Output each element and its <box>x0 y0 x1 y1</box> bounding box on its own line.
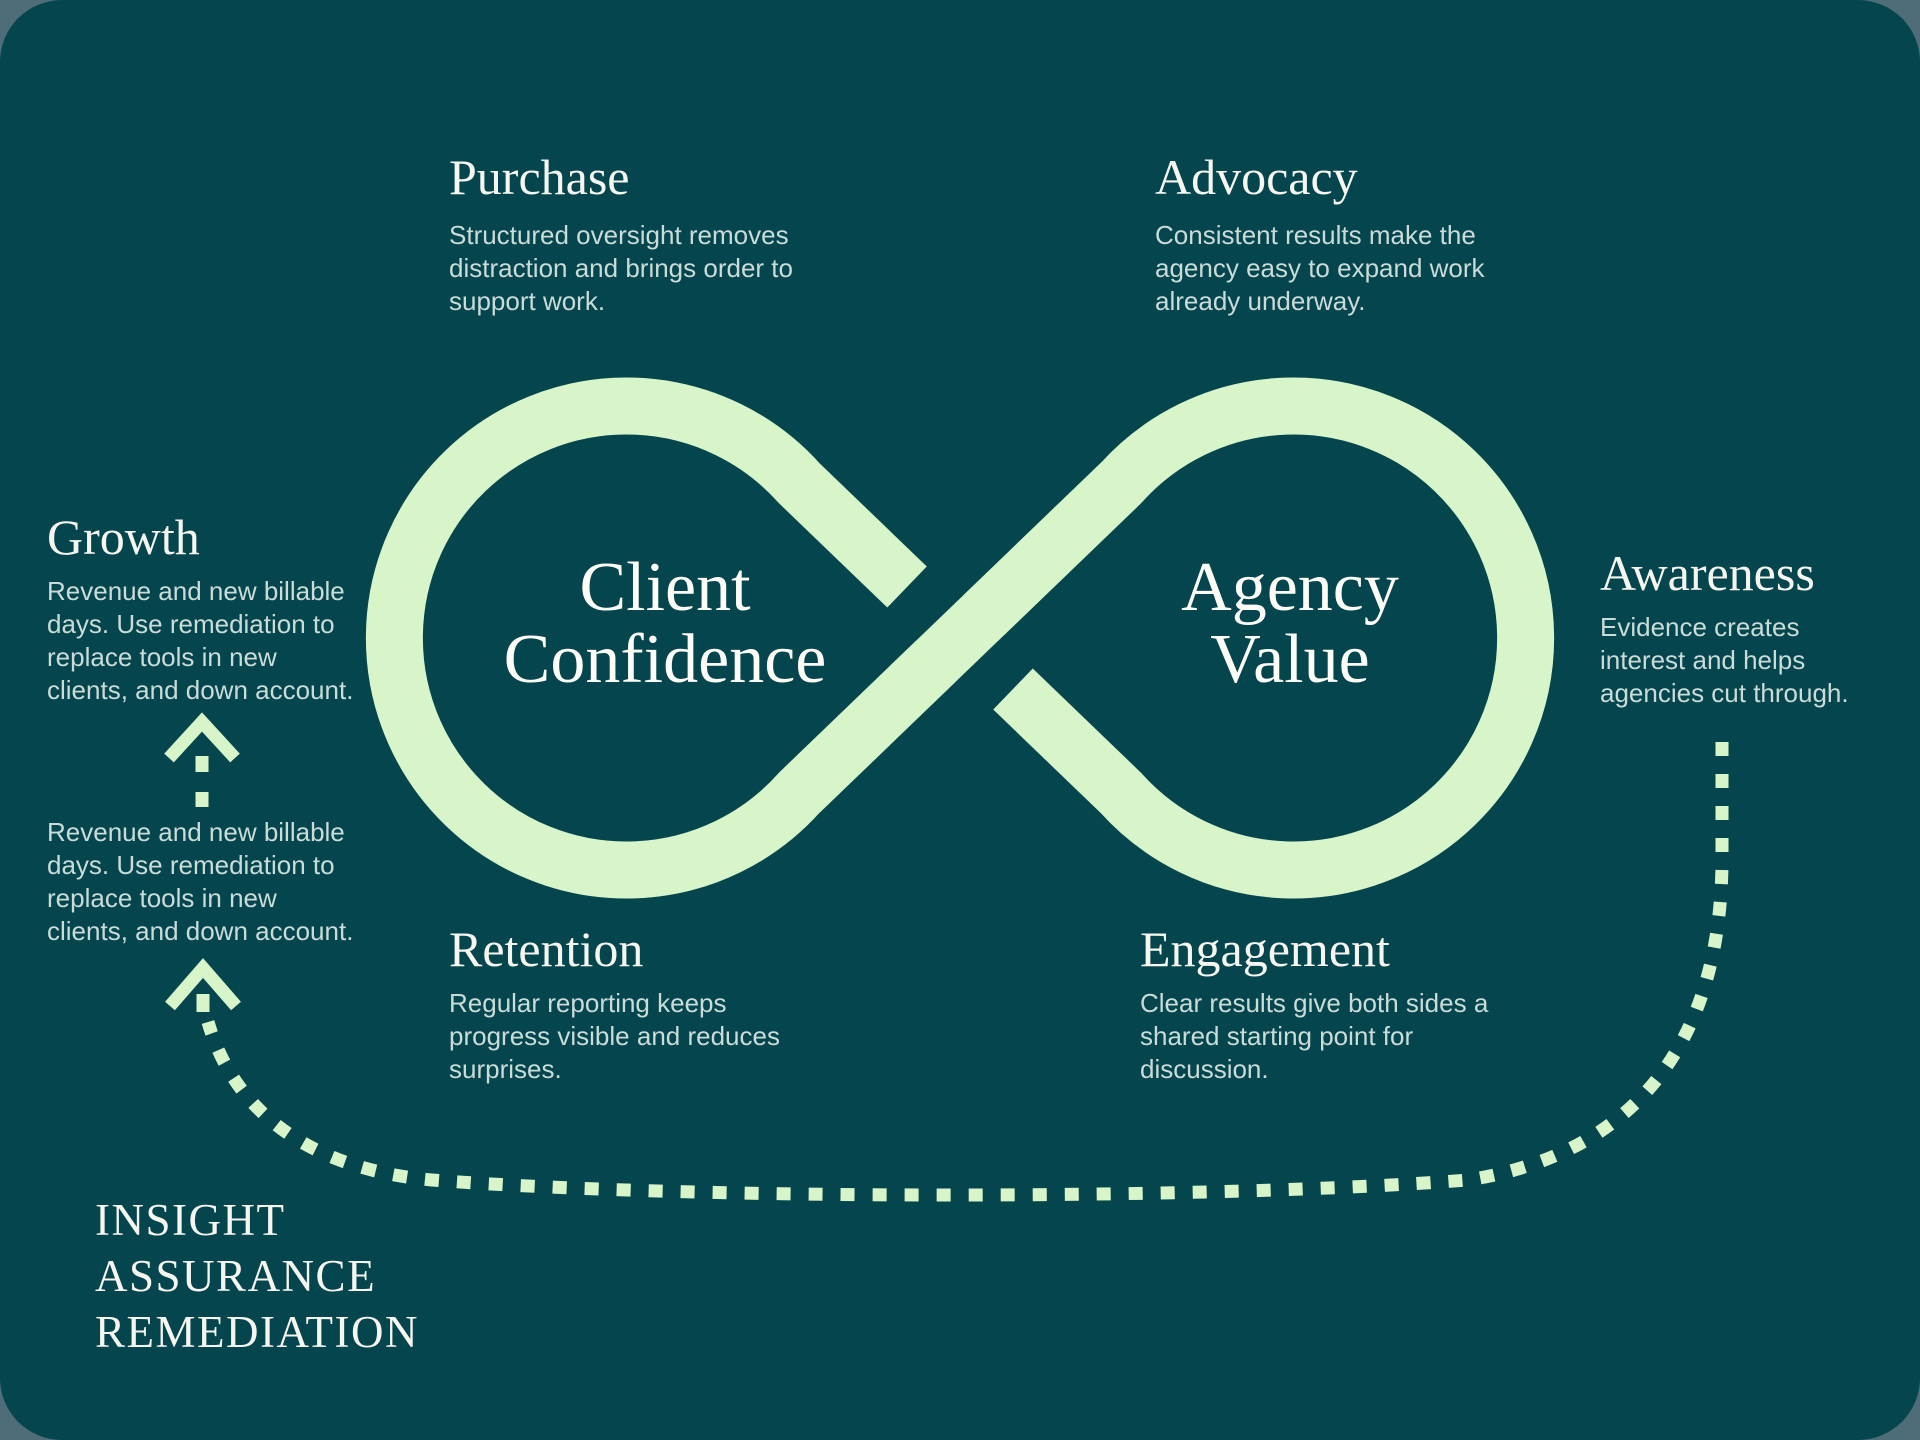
footer-word-remediation: REMEDIATION <box>95 1307 419 1357</box>
section-growth: Growth Revenue and new billable days. Us… <box>47 510 353 707</box>
retention-body-line: progress visible and reduces <box>449 1021 780 1051</box>
engagement-title: Engagement <box>1140 921 1390 977</box>
infinity-over-strand <box>779 462 1141 814</box>
purchase-body: Structured oversight removes distraction… <box>449 219 793 318</box>
section-purchase: Purchase Structured oversight removes di… <box>449 150 793 318</box>
left-loop-label-line2: Confidence <box>503 621 827 698</box>
awareness-body-line: agencies cut through. <box>1600 678 1849 708</box>
journey-dashed-path <box>201 742 1729 1202</box>
left-loop-label-line1: Client <box>579 549 751 626</box>
purchase-title: Purchase <box>449 149 630 205</box>
growth-repeat-line: clients, and down account. <box>47 916 354 946</box>
advocacy-body-line: Consistent results make the <box>1155 220 1476 250</box>
section-engagement: Engagement Clear results give both sides… <box>1140 922 1488 1086</box>
growth-body-line: clients, and down account. <box>47 675 354 705</box>
growth-repeat-line: Revenue and new billable <box>47 817 345 847</box>
right-loop-label-line1: Agency <box>1181 549 1399 626</box>
retention-body-line: surprises. <box>449 1054 562 1084</box>
advocacy-body-line: agency easy to expand work <box>1155 253 1485 283</box>
growth-repeat-line: replace tools in new <box>47 883 277 913</box>
section-awareness: Awareness Evidence creates interest and … <box>1600 546 1849 710</box>
awareness-body-line: interest and helps <box>1600 645 1806 675</box>
awareness-body-line: Evidence creates <box>1600 612 1800 642</box>
footer-word-insight: INSIGHT <box>95 1195 286 1245</box>
left-loop-label: Client Confidence <box>465 552 865 696</box>
purchase-body-line: Structured oversight removes <box>449 220 789 250</box>
engagement-body: Clear results give both sides a shared s… <box>1140 987 1488 1086</box>
section-retention: Retention Regular reporting keeps progre… <box>449 922 780 1086</box>
engagement-body-line: discussion. <box>1140 1054 1269 1084</box>
awareness-title: Awareness <box>1600 545 1815 601</box>
retention-body: Regular reporting keeps progress visible… <box>449 987 780 1086</box>
journey-arrowhead <box>165 958 241 1011</box>
awareness-body: Evidence creates interest and helps agen… <box>1600 611 1849 710</box>
purchase-body-line: support work. <box>449 286 606 316</box>
growth-repeat-line: days. Use remediation to <box>47 850 335 880</box>
right-loop-label: Agency Value <box>1090 552 1490 696</box>
growth-body: Revenue and new billable days. Use remed… <box>47 575 353 707</box>
right-loop-label-line2: Value <box>1210 621 1370 698</box>
advocacy-body: Consistent results make the agency easy … <box>1155 219 1485 318</box>
growth-repeat-body: Revenue and new billable days. Use remed… <box>47 816 353 948</box>
growth-body-line: replace tools in new <box>47 642 277 672</box>
growth-body-line: Revenue and new billable <box>47 576 345 606</box>
section-advocacy: Advocacy Consistent results make the age… <box>1155 150 1485 318</box>
growth-title: Growth <box>47 509 200 565</box>
advocacy-body-line: already underway. <box>1155 286 1366 316</box>
engagement-body-line: shared starting point for <box>1140 1021 1414 1051</box>
retention-body-line: Regular reporting keeps <box>449 988 727 1018</box>
purchase-body-line: distraction and brings order to <box>449 253 793 283</box>
footer-word-stack: INSIGHT ASSURANCE REMEDIATION <box>95 1192 419 1360</box>
advocacy-title: Advocacy <box>1155 149 1358 205</box>
retention-title: Retention <box>449 921 644 977</box>
footer-word-assurance: ASSURANCE <box>95 1251 377 1301</box>
growth-arrow-chevron <box>164 712 240 763</box>
engagement-body-line: Clear results give both sides a <box>1140 988 1489 1018</box>
growth-body-line: days. Use remediation to <box>47 609 335 639</box>
